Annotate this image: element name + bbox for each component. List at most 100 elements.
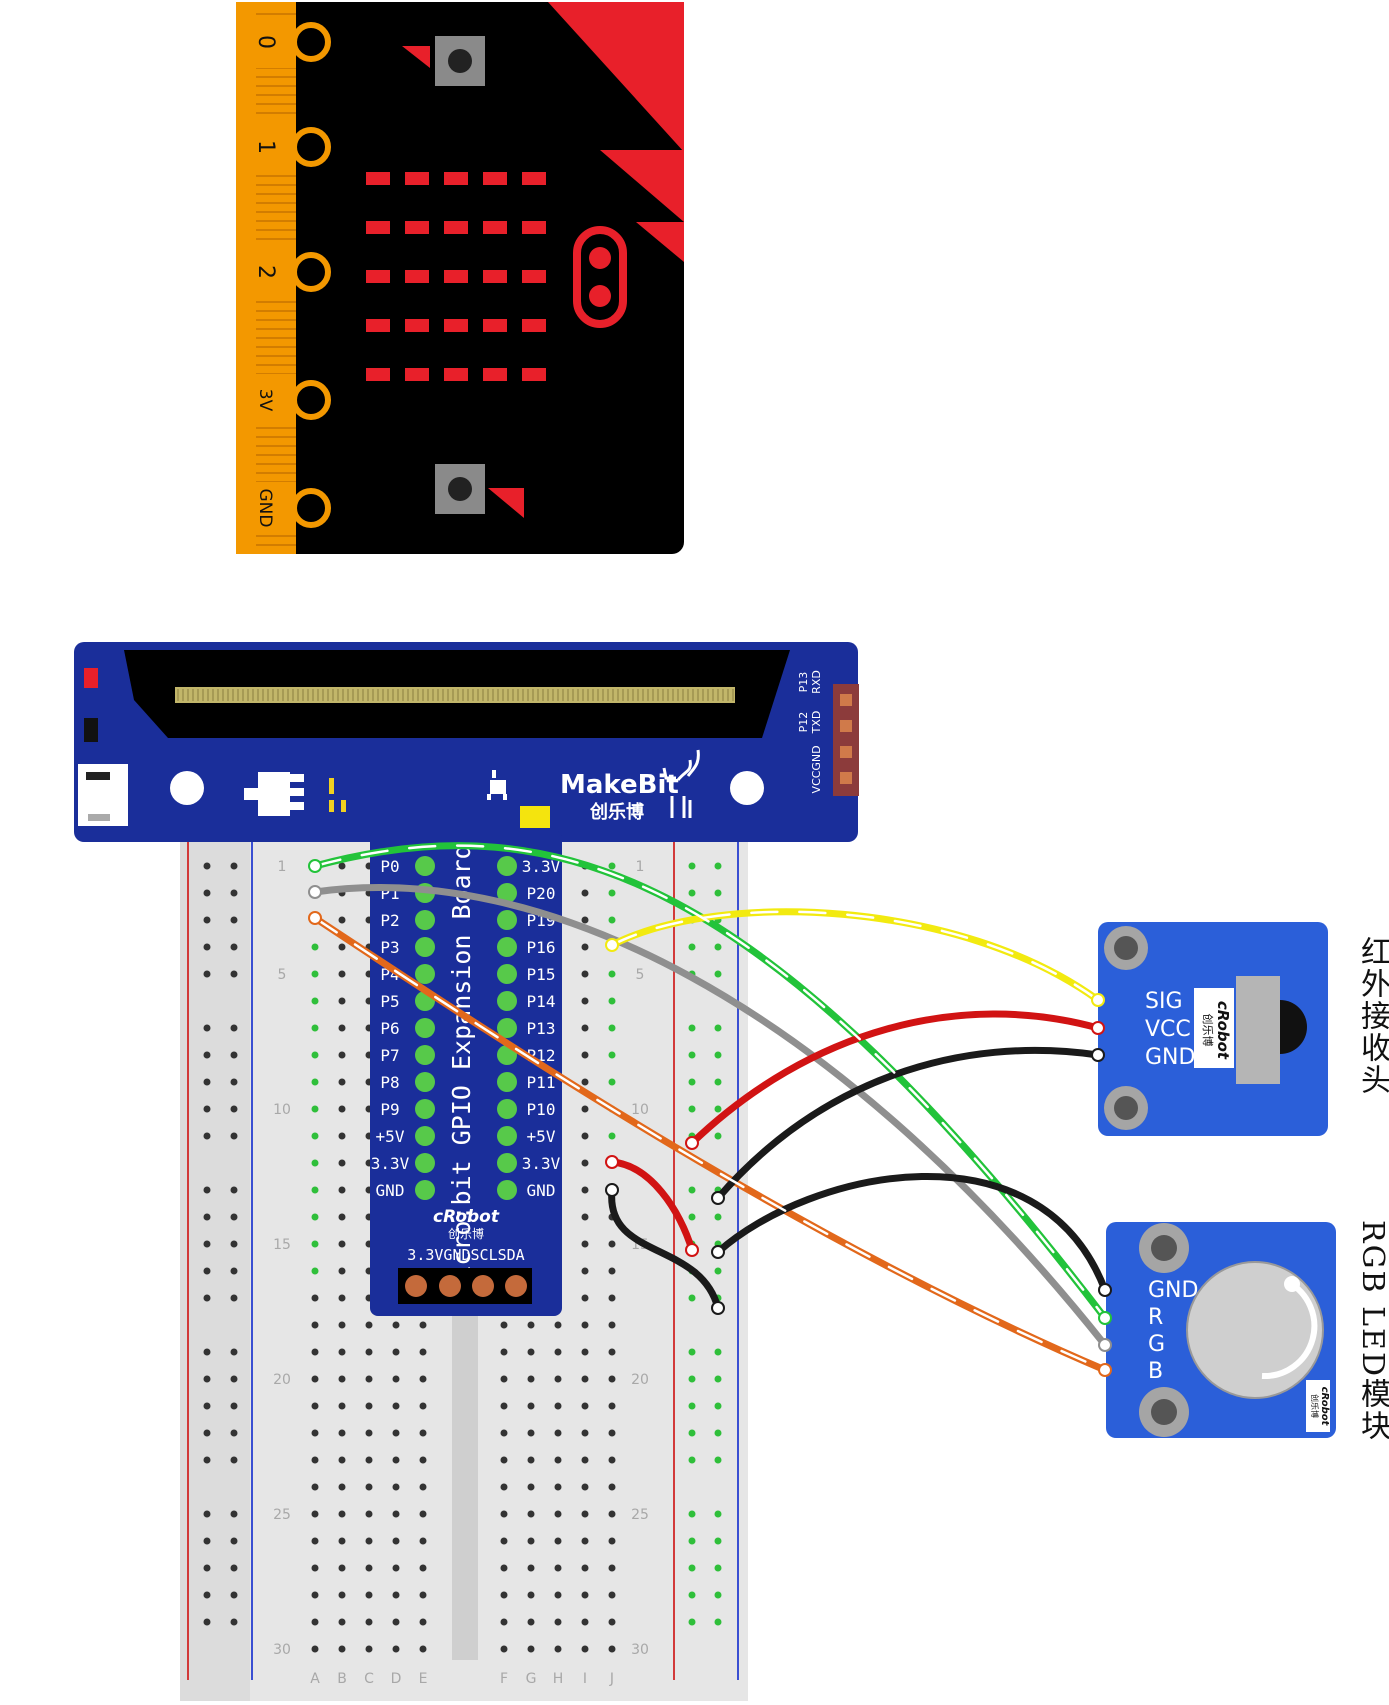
terminal-hole[interactable] — [311, 1537, 319, 1545]
terminal-hole[interactable] — [419, 1402, 427, 1410]
rail-hole[interactable] — [203, 1618, 211, 1626]
terminal-hole[interactable] — [581, 1456, 589, 1464]
uart-pad[interactable] — [840, 772, 852, 784]
terminal-hole[interactable] — [311, 1186, 319, 1194]
gpio-right-pad[interactable] — [497, 964, 517, 984]
terminal-hole[interactable] — [527, 1564, 535, 1572]
terminal-hole[interactable] — [581, 1483, 589, 1491]
terminal-hole[interactable] — [527, 1591, 535, 1599]
rail-hole[interactable] — [203, 1105, 211, 1113]
rail-hole[interactable] — [203, 1024, 211, 1032]
i2c-pad[interactable] — [439, 1275, 461, 1297]
rail-hole[interactable] — [688, 862, 696, 870]
terminal-hole[interactable] — [392, 1429, 400, 1437]
rail-hole[interactable] — [203, 1402, 211, 1410]
pin-ring[interactable] — [291, 22, 331, 62]
terminal-hole[interactable] — [554, 1537, 562, 1545]
terminal-hole[interactable] — [311, 1618, 319, 1626]
terminal-hole[interactable] — [500, 1375, 508, 1383]
terminal-hole[interactable] — [392, 1618, 400, 1626]
gpio-right-pad[interactable] — [497, 991, 517, 1011]
terminal-hole[interactable] — [527, 1618, 535, 1626]
rail-hole[interactable] — [714, 943, 722, 951]
terminal-hole[interactable] — [608, 970, 616, 978]
gpio-left-pad[interactable] — [415, 1045, 435, 1065]
terminal-hole[interactable] — [500, 1591, 508, 1599]
terminal-hole[interactable] — [554, 1483, 562, 1491]
terminal-hole[interactable] — [311, 997, 319, 1005]
terminal-hole[interactable] — [608, 889, 616, 897]
terminal-hole[interactable] — [500, 1456, 508, 1464]
terminal-hole[interactable] — [311, 970, 319, 978]
terminal-hole[interactable] — [311, 1456, 319, 1464]
terminal-hole[interactable] — [338, 1213, 346, 1221]
rail-hole[interactable] — [230, 1564, 238, 1572]
terminal-hole[interactable] — [527, 1375, 535, 1383]
terminal-hole[interactable] — [581, 1294, 589, 1302]
rail-hole[interactable] — [203, 1051, 211, 1059]
terminal-hole[interactable] — [608, 1051, 616, 1059]
rail-hole[interactable] — [230, 1051, 238, 1059]
rail-hole[interactable] — [203, 1186, 211, 1194]
rail-hole[interactable] — [714, 970, 722, 978]
rail-hole[interactable] — [688, 1186, 696, 1194]
rail-hole[interactable] — [203, 1267, 211, 1275]
terminal-hole[interactable] — [608, 1429, 616, 1437]
rail-hole[interactable] — [714, 1375, 722, 1383]
terminal-hole[interactable] — [419, 1483, 427, 1491]
gpio-left-pad[interactable] — [415, 856, 435, 876]
rail-hole[interactable] — [688, 1591, 696, 1599]
terminal-hole[interactable] — [527, 1321, 535, 1329]
terminal-hole[interactable] — [338, 1186, 346, 1194]
i2c-pad[interactable] — [472, 1275, 494, 1297]
terminal-hole[interactable] — [338, 1618, 346, 1626]
rail-hole[interactable] — [688, 1024, 696, 1032]
terminal-hole[interactable] — [392, 1645, 400, 1653]
terminal-hole[interactable] — [338, 1267, 346, 1275]
rail-hole[interactable] — [688, 1105, 696, 1113]
rail-hole[interactable] — [714, 889, 722, 897]
rail-hole[interactable] — [230, 1078, 238, 1086]
gpio-right-pad[interactable] — [497, 910, 517, 930]
rail-hole[interactable] — [688, 1510, 696, 1518]
rail-hole[interactable] — [714, 1618, 722, 1626]
uart-pad[interactable] — [840, 720, 852, 732]
rail-hole[interactable] — [230, 1591, 238, 1599]
terminal-hole[interactable] — [338, 1537, 346, 1545]
terminal-hole[interactable] — [554, 1591, 562, 1599]
terminal-hole[interactable] — [338, 1348, 346, 1356]
rail-hole[interactable] — [230, 1375, 238, 1383]
rail-hole[interactable] — [230, 1240, 238, 1248]
terminal-hole[interactable] — [608, 1645, 616, 1653]
terminal-hole[interactable] — [419, 1645, 427, 1653]
rail-hole[interactable] — [203, 1213, 211, 1221]
terminal-hole[interactable] — [581, 1105, 589, 1113]
gpio-left-pad[interactable] — [415, 1153, 435, 1173]
terminal-hole[interactable] — [527, 1456, 535, 1464]
terminal-hole[interactable] — [581, 1348, 589, 1356]
rail-hole[interactable] — [714, 1078, 722, 1086]
terminal-hole[interactable] — [419, 1429, 427, 1437]
pin-ring[interactable] — [291, 488, 331, 528]
terminal-hole[interactable] — [338, 1591, 346, 1599]
terminal-hole[interactable] — [338, 1078, 346, 1086]
terminal-hole[interactable] — [419, 1375, 427, 1383]
rail-hole[interactable] — [230, 916, 238, 924]
rail-hole[interactable] — [230, 889, 238, 897]
rail-hole[interactable] — [203, 862, 211, 870]
gpio-left-pad[interactable] — [415, 964, 435, 984]
rail-hole[interactable] — [203, 970, 211, 978]
terminal-hole[interactable] — [581, 1186, 589, 1194]
rail-hole[interactable] — [203, 1564, 211, 1572]
terminal-hole[interactable] — [500, 1564, 508, 1572]
rail-hole[interactable] — [230, 1510, 238, 1518]
terminal-hole[interactable] — [365, 1645, 373, 1653]
rail-hole[interactable] — [688, 1375, 696, 1383]
terminal-hole[interactable] — [365, 1402, 373, 1410]
terminal-hole[interactable] — [338, 1510, 346, 1518]
terminal-hole[interactable] — [581, 1159, 589, 1167]
terminal-hole[interactable] — [554, 1402, 562, 1410]
rail-hole[interactable] — [203, 1240, 211, 1248]
pin-ring[interactable] — [291, 127, 331, 167]
rail-hole[interactable] — [203, 943, 211, 951]
